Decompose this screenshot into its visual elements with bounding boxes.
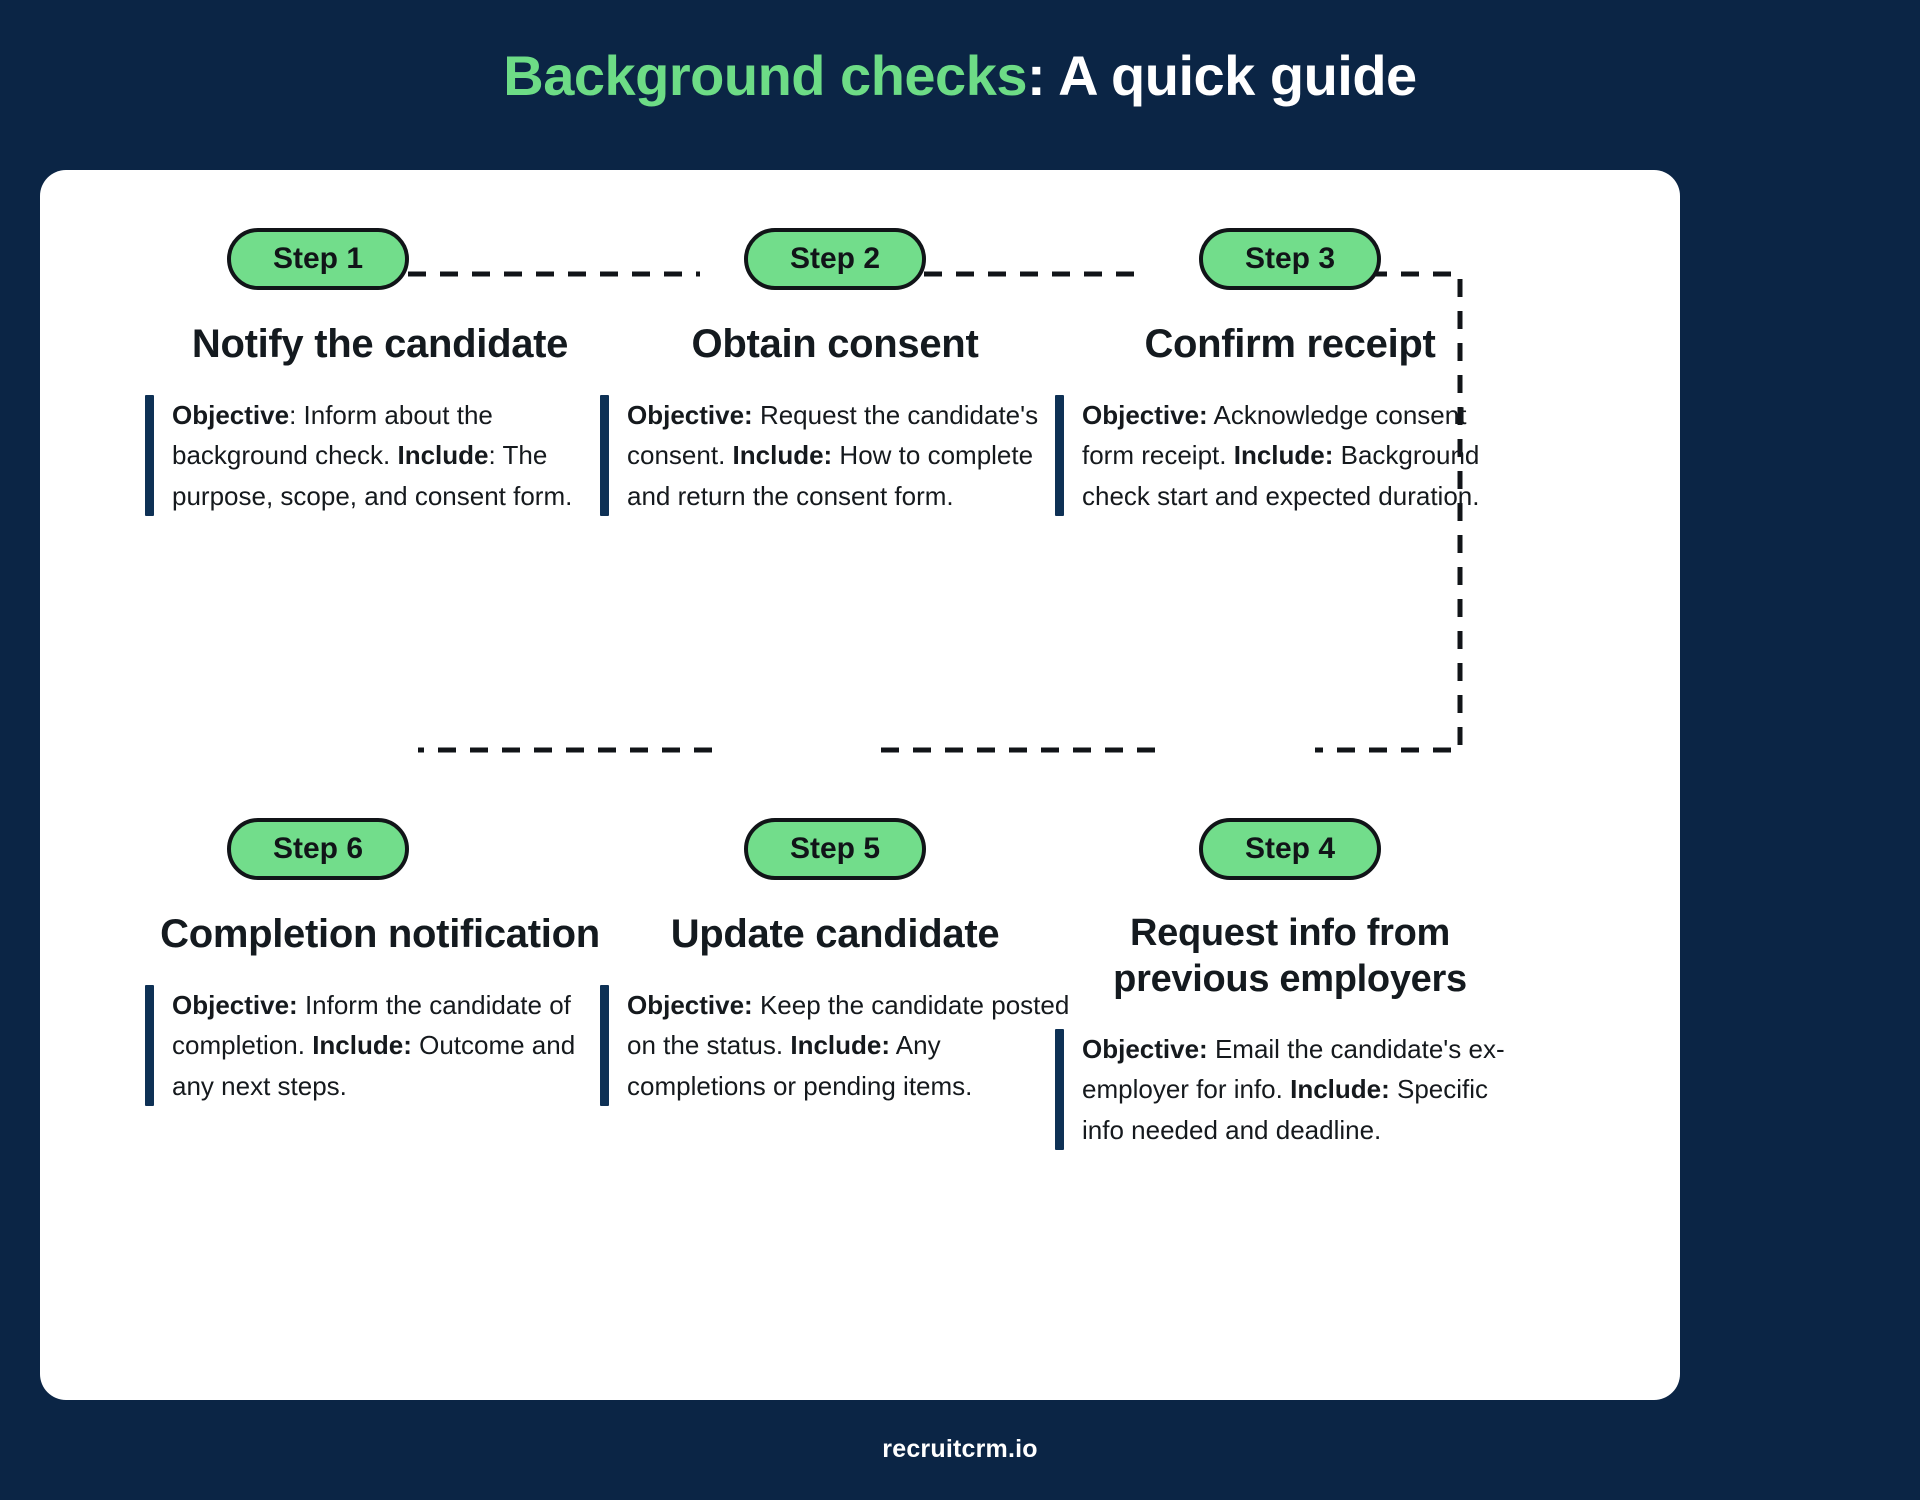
- step-card-1: Step 1 Notify the candidate Objective: I…: [145, 220, 615, 517]
- step-body-5: Objective: Keep the candidate posted on …: [600, 984, 1070, 1107]
- accent-bar-2: [600, 394, 609, 517]
- step-badge-wrap-3: Step 3: [1055, 220, 1525, 298]
- step-badge-1[interactable]: Step 1: [227, 228, 410, 290]
- page-title-rest: : A quick guide: [1027, 44, 1417, 107]
- include-text-6: Outcome and any next steps.: [172, 1030, 576, 1101]
- step-badge-wrap-1: Step 1: [145, 220, 615, 298]
- objective-label-4: Objective:: [1082, 1033, 1208, 1064]
- objective-text-5: Keep the candidate posted on the status.: [627, 989, 1070, 1061]
- accent-bar-5: [600, 984, 609, 1107]
- step-badge-6[interactable]: Step 6: [227, 818, 410, 880]
- include-text-4: Specific info needed and deadline.: [1082, 1074, 1489, 1145]
- steps-grid: Step 1 Notify the candidate Objective: I…: [40, 170, 1680, 1400]
- step-heading-2: Obtain consent: [691, 322, 979, 366]
- step-body-2: Objective: Request the candidate's conse…: [600, 394, 1070, 517]
- step-heading-4: Request info from previous employers: [1113, 912, 1467, 1001]
- page-title: Background checks: A quick guide: [0, 44, 1920, 108]
- step-body-text-3: Objective: Acknowledge consent form rece…: [1082, 395, 1525, 517]
- objective-text-6: Inform the candidate of completion.: [172, 989, 571, 1061]
- step-body-6: Objective: Inform the candidate of compl…: [145, 984, 615, 1107]
- step-card-2: Step 2 Obtain consent Objective: Request…: [600, 220, 1070, 517]
- objective-text-1: Inform about the background check.: [172, 399, 493, 471]
- include-label-3: Include:: [1233, 440, 1334, 471]
- step-body-text-1: Objective: Inform about the background c…: [172, 395, 605, 517]
- step-badge-wrap-6: Step 6: [145, 810, 615, 888]
- objective-sep-1: :: [289, 399, 297, 430]
- content-card: Step 1 Notify the candidate Objective: I…: [40, 170, 1680, 1400]
- objective-text-2: Request the candidate's consent.: [627, 399, 1039, 471]
- step-body-text-6: Objective: Inform the candidate of compl…: [172, 985, 605, 1107]
- step-badge-3[interactable]: Step 3: [1198, 228, 1382, 290]
- include-label-5: Include:: [790, 1030, 891, 1061]
- objective-label-6: Objective:: [172, 989, 298, 1020]
- accent-bar-4: [1055, 1028, 1064, 1151]
- include-label-2: Include:: [732, 440, 833, 471]
- step-badge-wrap-5: Step 5: [600, 810, 1070, 888]
- include-text-1: The purpose, scope, and consent form.: [172, 440, 573, 511]
- include-sep-1: :: [488, 440, 496, 471]
- step-badge-wrap-4: Step 4: [1055, 810, 1525, 888]
- accent-bar-1: [145, 394, 154, 517]
- objective-label-3: Objective:: [1082, 399, 1208, 430]
- step-card-3: Step 3 Confirm receipt Objective: Acknow…: [1055, 220, 1525, 517]
- step-badge-4[interactable]: Step 4: [1198, 818, 1382, 880]
- step-body-text-2: Objective: Request the candidate's conse…: [627, 395, 1070, 517]
- step-heading-6: Completion notification: [160, 912, 600, 956]
- step-body-4: Objective: Email the candidate's ex-empl…: [1055, 1028, 1525, 1151]
- include-text-5: Any completions or pending items.: [627, 1030, 973, 1101]
- page-title-highlight: Background checks: [503, 44, 1027, 107]
- step-body-3: Objective: Acknowledge consent form rece…: [1055, 394, 1525, 517]
- include-text-2: How to complete and return the consent f…: [627, 440, 1034, 511]
- step-heading-3: Confirm receipt: [1144, 322, 1436, 366]
- objective-label-1: Objective: [172, 399, 290, 430]
- step-badge-2[interactable]: Step 2: [743, 228, 927, 290]
- step-badge-5[interactable]: Step 5: [743, 818, 927, 880]
- include-label-6: Include:: [312, 1030, 412, 1061]
- step-body-text-5: Objective: Keep the candidate posted on …: [627, 985, 1070, 1107]
- accent-bar-3: [1055, 394, 1064, 517]
- objective-label-2: Objective:: [627, 399, 753, 430]
- objective-label-5: Objective:: [627, 989, 753, 1020]
- step-badge-wrap-2: Step 2: [600, 220, 1070, 298]
- step-card-5: Step 5 Update candidate Objective: Keep …: [600, 810, 1070, 1107]
- include-label-4: Include:: [1290, 1074, 1390, 1105]
- objective-text-4: Email the candidate's ex-employer for in…: [1082, 1033, 1505, 1105]
- step-heading-1: Notify the candidate: [191, 322, 569, 366]
- footer-brand: recruitcrm.io: [882, 1435, 1038, 1463]
- objective-text-3: Acknowledge consent form receipt.: [1082, 399, 1467, 471]
- step-card-6: Step 6 Completion notification Objective…: [145, 810, 615, 1107]
- accent-bar-6: [145, 984, 154, 1107]
- include-text-3: Background check start and expected dura…: [1082, 440, 1480, 511]
- step-body-1: Objective: Inform about the background c…: [145, 394, 615, 517]
- step-body-text-4: Objective: Email the candidate's ex-empl…: [1082, 1029, 1525, 1151]
- step-card-4: Step 4 Request info from previous employ…: [1055, 810, 1525, 1151]
- step-heading-5: Update candidate: [670, 912, 1000, 956]
- include-label-1: Include: [397, 440, 489, 471]
